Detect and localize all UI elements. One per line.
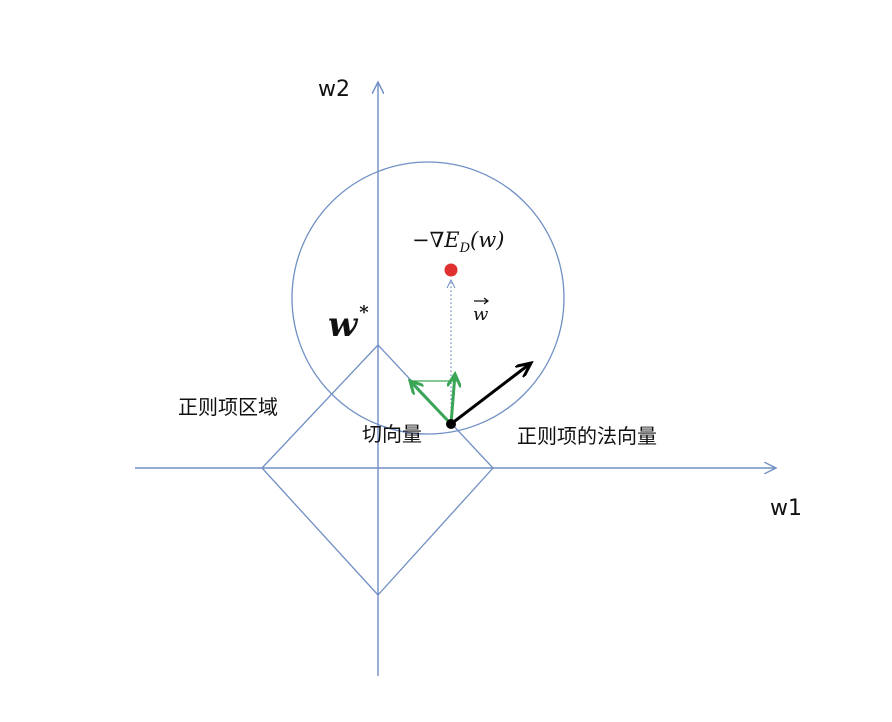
tangent-vector-label: 切向量 — [362, 422, 422, 446]
regularization-normal-label: 正则项的法向量 — [517, 424, 657, 448]
w-vector-arrow-icon — [474, 297, 489, 305]
gradient-point — [444, 263, 458, 277]
green-arrow-up — [451, 374, 455, 425]
w-star-label: w* — [328, 302, 369, 345]
loss-contour-circle — [291, 161, 565, 435]
tangent-point — [446, 419, 456, 429]
x-axis-label: w1 — [770, 496, 802, 521]
normal-vector-arrow — [450, 363, 531, 426]
regularization-region-label: 正则项区域 — [178, 395, 278, 419]
y-axis-label: w2 — [318, 77, 350, 102]
green-arrow-tangent — [410, 381, 453, 426]
gradient-label: −∇ED(w) — [412, 228, 504, 256]
w-vector-label: w — [473, 304, 489, 325]
